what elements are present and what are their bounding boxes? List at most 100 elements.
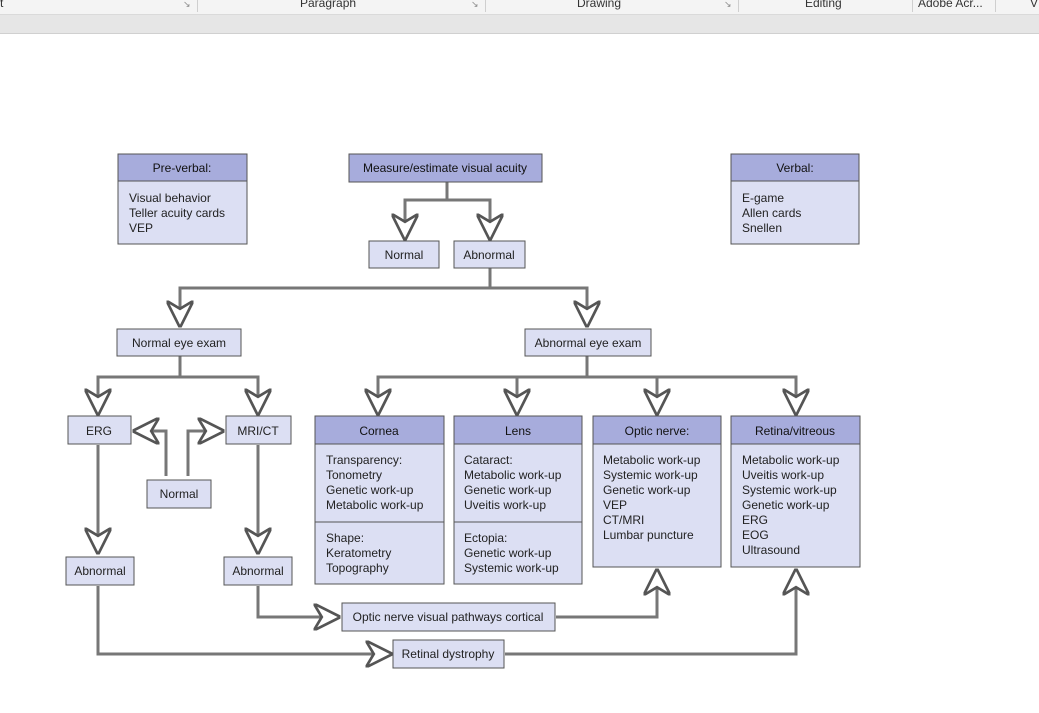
- optic-nerve-line: Systemic work-up: [603, 468, 698, 482]
- ribbon-separator: [912, 0, 913, 12]
- normal-middle-box: Normal: [146, 479, 212, 509]
- connector-optic: [587, 375, 657, 413]
- ribbon-separator: [485, 0, 486, 12]
- drawing-launcher-icon[interactable]: ↘: [724, 0, 732, 9]
- abnormal-eye-exam-box: Abnormal eye exam: [524, 328, 652, 357]
- mri-abnormal-box: Abnormal: [223, 556, 293, 586]
- lens-header: [453, 415, 583, 445]
- cornea-line: Metabolic work-up: [326, 498, 424, 512]
- connector-erg: [98, 356, 182, 413]
- cornea-box: Cornea Transparency: Tonometry Genetic w…: [314, 415, 445, 585]
- lens-line: Genetic work-up: [464, 483, 552, 497]
- mri-ct-box: MRI/CT: [225, 415, 292, 445]
- connector-to-optic-pathways: [256, 586, 338, 617]
- connector-abnormal-eye-exam: [490, 286, 587, 325]
- lens-box: Lens Cataract: Metabolic work-up Genetic…: [453, 415, 583, 585]
- cornea-line: Tonometry: [326, 468, 382, 482]
- ribbon-separator: [738, 0, 739, 12]
- optic-nerve-line: VEP: [603, 498, 627, 512]
- verbal-header: [730, 153, 860, 182]
- ribbon-group-drawing[interactable]: Drawing: [577, 0, 622, 10]
- measure-acuity-label: Measure/estimate visual acuity: [363, 161, 527, 175]
- retina-line: Systemic work-up: [742, 483, 837, 497]
- lens-line: Cataract:: [464, 453, 513, 467]
- preverbal-line: VEP: [129, 221, 153, 235]
- connector-normal-to-mri: [186, 431, 222, 476]
- cornea-line: Genetic work-up: [326, 483, 414, 497]
- lens-line: Metabolic work-up: [464, 468, 562, 482]
- optic-nerve-line: Lumbar puncture: [603, 528, 694, 542]
- acuity-abnormal-box: Abnormal: [453, 240, 526, 269]
- measure-acuity-box: Measure/estimate visual acuity: [348, 153, 543, 183]
- cornea-line: Transparency:: [326, 453, 402, 467]
- acuity-normal-box: Normal: [368, 240, 440, 269]
- erg-label: ERG: [86, 424, 112, 438]
- retina-line: Ultrasound: [742, 543, 800, 557]
- optic-nerve-line: CT/MRI: [603, 513, 644, 527]
- connector-retina: [657, 375, 796, 413]
- retina-title: Retina/vitreous: [755, 424, 835, 438]
- verbal-line: Allen cards: [742, 206, 801, 220]
- ribbon-group-adobe[interactable]: Adobe Acr...: [918, 0, 983, 10]
- retinal-dystrophy-box: Retinal dystrophy: [392, 639, 505, 669]
- retina-header: [730, 415, 861, 445]
- retina-line: Genetic work-up: [742, 498, 830, 512]
- connector-normal-to-erg: [135, 431, 168, 476]
- optic-pathways-label: Optic nerve visual pathways cortical: [353, 610, 544, 624]
- mri-abnormal-label: Abnormal: [232, 564, 283, 578]
- ribbon-bottom-bar: [0, 15, 1039, 34]
- lens-line: Ectopia:: [464, 531, 507, 545]
- normal-eye-exam-box: Normal eye exam: [116, 328, 242, 357]
- normal-middle-label: Normal: [160, 487, 199, 501]
- cornea-header: [314, 415, 445, 445]
- font-launcher-icon[interactable]: ↘: [183, 0, 191, 9]
- connectors: [98, 182, 796, 654]
- optic-nerve-header: [592, 415, 722, 445]
- cornea-line: Topography: [326, 561, 389, 575]
- normal-eye-exam-label: Normal eye exam: [132, 336, 226, 350]
- lens-title: Lens: [505, 424, 531, 438]
- verbal-line: Snellen: [742, 221, 782, 235]
- mri-ct-label: MRI/CT: [237, 424, 279, 438]
- retina-box: Retina/vitreous Metabolic work-up Uveiti…: [730, 415, 861, 568]
- paragraph-launcher-icon[interactable]: ↘: [471, 0, 479, 9]
- erg-abnormal-box: Abnormal: [65, 556, 135, 586]
- erg-abnormal-label: Abnormal: [74, 564, 125, 578]
- optic-nerve-title: Optic nerve:: [625, 424, 690, 438]
- connector-dystrophy-to-retina: [505, 571, 796, 656]
- verbal-line: E-game: [742, 191, 784, 205]
- connector-acuity-abnormal: [447, 198, 490, 238]
- connector-pathways-to-optic: [556, 571, 657, 619]
- preverbal-line: Teller acuity cards: [129, 206, 225, 220]
- verbal-title: Verbal:: [776, 161, 813, 175]
- optic-nerve-line: Genetic work-up: [603, 483, 691, 497]
- optic-pathways-box: Optic nerve visual pathways cortical: [341, 602, 556, 632]
- ribbon-group-v[interactable]: V: [1030, 0, 1039, 10]
- ribbon-group-paragraph[interactable]: Paragraph: [300, 0, 357, 10]
- connector-mri: [180, 375, 258, 413]
- acuity-abnormal-label: Abnormal: [463, 248, 514, 262]
- abnormal-eye-exam-label: Abnormal eye exam: [535, 336, 642, 350]
- preverbal-box: Pre-verbal: Visual behavior Teller acuit…: [117, 153, 248, 245]
- cornea-line: Shape:: [326, 531, 364, 545]
- preverbal-line: Visual behavior: [129, 191, 211, 205]
- preverbal-header: [117, 153, 248, 182]
- connector-acuity-normal: [405, 182, 449, 238]
- retina-line: EOG: [742, 528, 769, 542]
- ribbon-group-font[interactable]: t: [0, 0, 4, 10]
- lens-line: Uveitis work-up: [464, 498, 546, 512]
- erg-box: ERG: [67, 415, 132, 445]
- cornea-title: Cornea: [359, 424, 399, 438]
- verbal-box: Verbal: E-game Allen cards Snellen: [730, 153, 860, 245]
- lens-line: Genetic work-up: [464, 546, 552, 560]
- connector-normal-eye-exam: [180, 268, 492, 325]
- retina-line: Uveitis work-up: [742, 468, 824, 482]
- retina-line: Metabolic work-up: [742, 453, 840, 467]
- ribbon-group-editing[interactable]: Editing: [805, 0, 842, 10]
- preverbal-title: Pre-verbal:: [153, 161, 212, 175]
- lens-line: Systemic work-up: [464, 561, 559, 575]
- connector-to-retinal-dystrophy: [96, 586, 390, 654]
- ribbon-separator: [197, 0, 198, 12]
- retinal-dystrophy-label: Retinal dystrophy: [402, 647, 495, 661]
